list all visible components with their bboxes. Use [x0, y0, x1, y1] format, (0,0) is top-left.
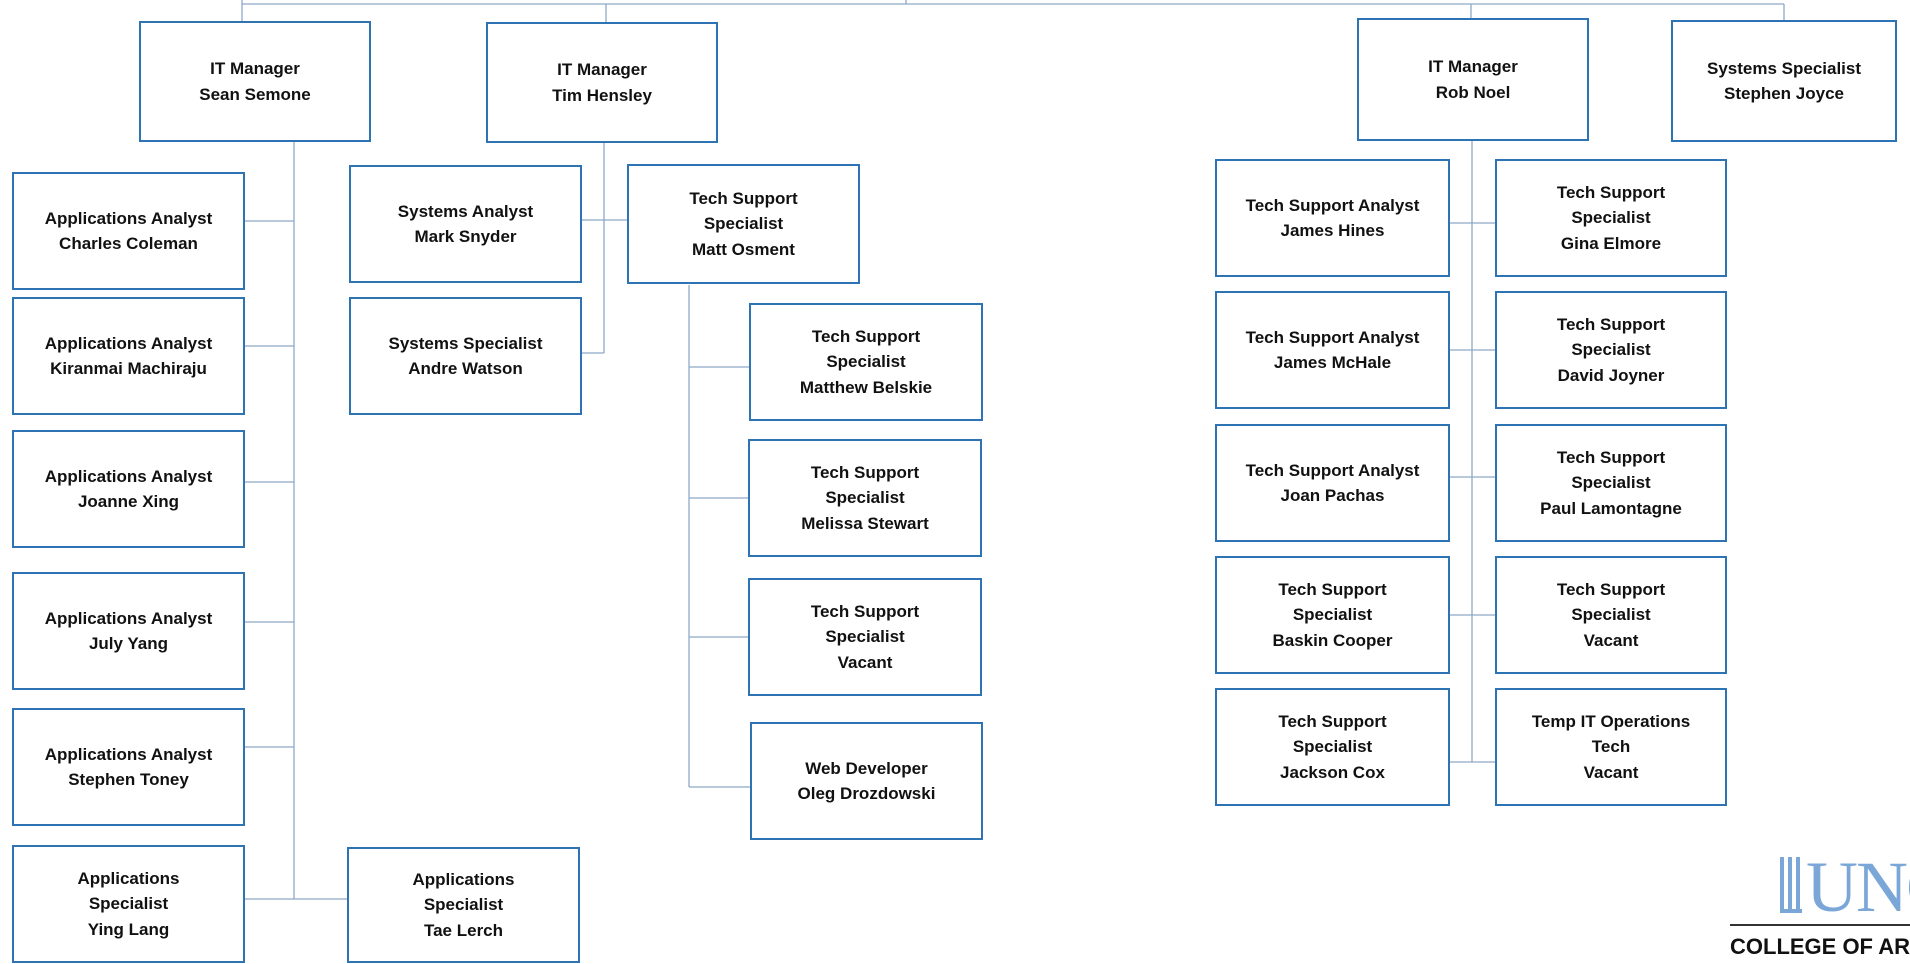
- logo-subtitle: COLLEGE OF AR: [1730, 934, 1910, 959]
- logo-divider: [1730, 924, 1910, 926]
- unc-logo: UNC COLLEGE OF AR: [1730, 840, 1910, 964]
- old-well-icon: [1780, 857, 1802, 913]
- logo-wordmark: UNC: [1806, 847, 1910, 927]
